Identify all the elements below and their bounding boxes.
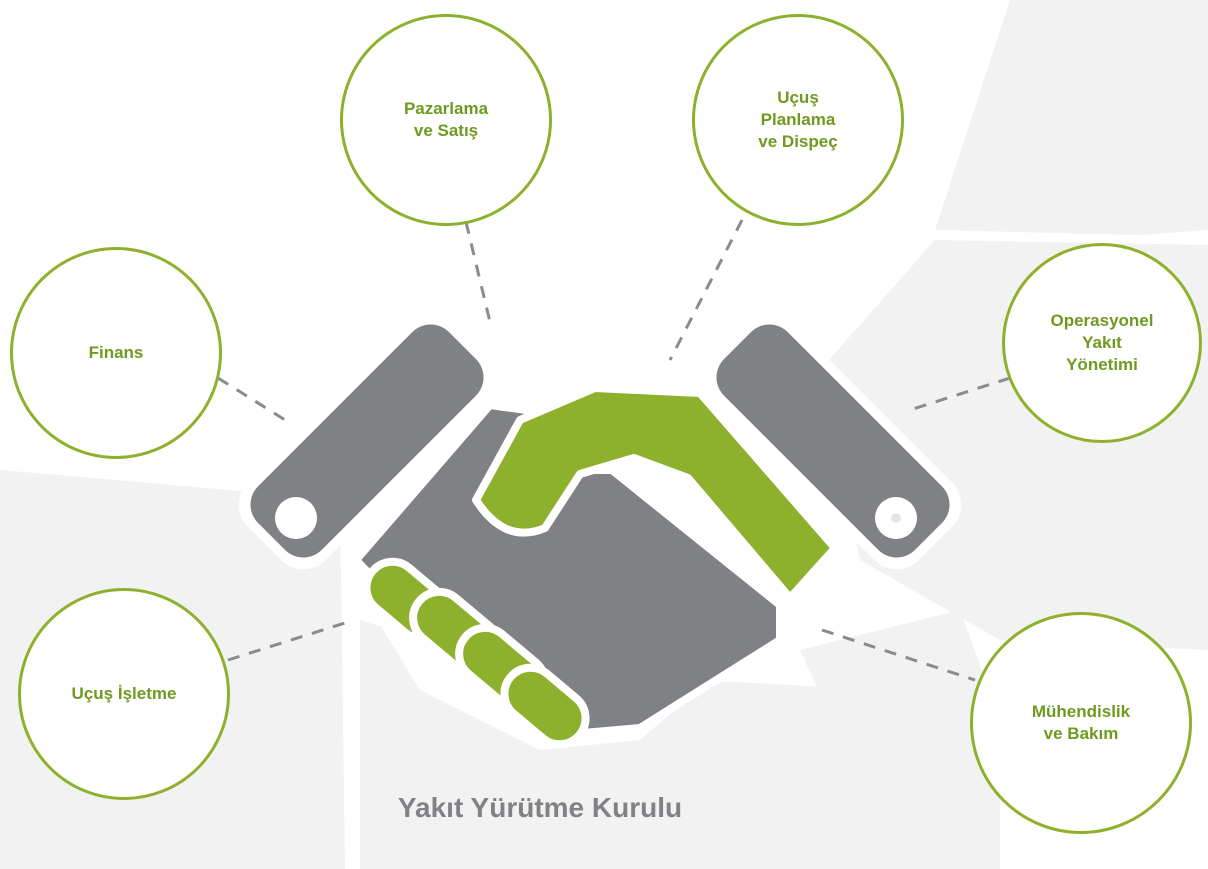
node-label: Operasyonel Yakıt Yönetimi	[1050, 311, 1154, 374]
fingers-icon	[362, 557, 590, 749]
node-label: Finans	[88, 343, 144, 362]
connector-pazarlama	[464, 221, 492, 323]
handshake-icon	[238, 312, 962, 750]
connector-finans	[217, 376, 291, 425]
node-ucus-planlama-ve-dispec: Uçuş Planlama ve Dispeç	[692, 14, 904, 226]
node-label: Pazarlama ve Satış	[403, 99, 489, 140]
left-cuff-icon	[250, 324, 484, 558]
diagram-title: Yakıt Yürütme Kurulu	[397, 792, 683, 823]
connector-ucus-planlama	[668, 219, 744, 361]
node-operasyonel-yakit-yonetimi: Operasyonel Yakıt Yönetimi	[1002, 243, 1202, 443]
node-muhendislik-ve-bakim: Mühendislik ve Bakım	[970, 612, 1192, 834]
ring-segment-top-right	[935, 0, 1208, 235]
node-label: Uçuş İşletme	[71, 684, 177, 703]
connector-muhendislik	[821, 628, 976, 682]
right-cuff-icon	[716, 324, 950, 558]
node-ucus-isletme: Uçuş İşletme	[18, 588, 230, 800]
node-finans: Finans	[10, 247, 222, 459]
node-label: Uçuş Planlama ve Dispeç	[758, 88, 838, 151]
node-label: Mühendislik ve Bakım	[1031, 702, 1131, 743]
green-hand-icon	[472, 384, 839, 602]
node-pazarlama-ve-satis: Pazarlama ve Satış	[340, 14, 552, 226]
connector-operasyonel	[909, 376, 1011, 412]
connectors	[217, 219, 1011, 682]
